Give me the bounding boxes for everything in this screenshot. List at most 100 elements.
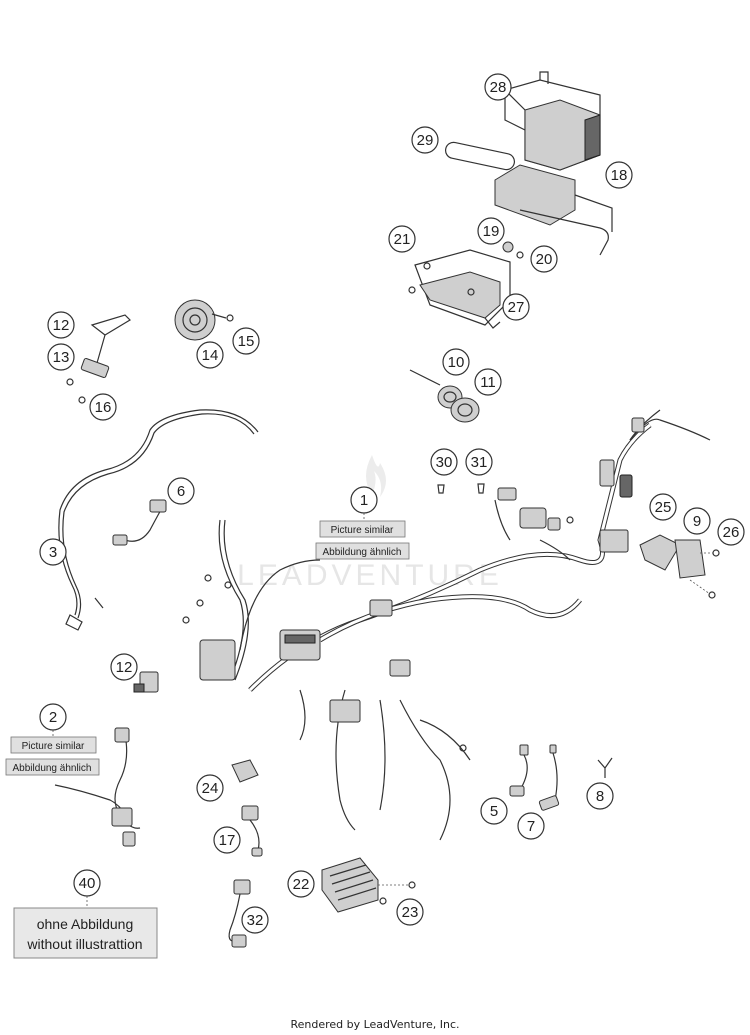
svg-text:3: 3 xyxy=(49,544,57,561)
callout-20: 20 xyxy=(530,245,558,273)
callout-22: 22 xyxy=(287,870,315,898)
note-ohne-abbildung-text: ohne Abbildung xyxy=(37,916,134,932)
svg-text:26: 26 xyxy=(723,524,740,541)
callout-8: 8 xyxy=(586,782,614,810)
callout-15: 15 xyxy=(232,327,260,355)
svg-text:22: 22 xyxy=(293,876,310,893)
ignition-lock-part xyxy=(409,369,480,423)
svg-text:12: 12 xyxy=(53,317,70,334)
callout-26: 26 xyxy=(717,518,745,546)
svg-text:11: 11 xyxy=(480,374,496,391)
part-8 xyxy=(597,757,613,778)
callout-21: 21 xyxy=(388,225,416,253)
callout-11: 11 xyxy=(474,368,502,396)
svg-text:7: 7 xyxy=(527,818,535,835)
callout-3: 3 xyxy=(39,538,67,566)
svg-text:1: 1 xyxy=(360,492,368,509)
svg-text:29: 29 xyxy=(417,132,434,149)
svg-text:14: 14 xyxy=(202,347,219,364)
svg-text:30: 30 xyxy=(436,454,453,471)
svg-text:Picture similar: Picture similar xyxy=(22,741,85,752)
svg-text:25: 25 xyxy=(655,499,672,516)
svg-text:18: 18 xyxy=(611,167,628,184)
fuse-box-part xyxy=(639,534,720,599)
callout-16: 16 xyxy=(89,393,117,421)
clip-parts xyxy=(437,483,485,494)
svg-text:20: 20 xyxy=(536,251,553,268)
svg-text:5: 5 xyxy=(490,803,498,820)
svg-text:24: 24 xyxy=(202,780,219,797)
svg-text:10: 10 xyxy=(448,354,465,371)
small-washer-part xyxy=(502,241,524,259)
svg-text:8: 8 xyxy=(596,788,604,805)
main-harness xyxy=(182,409,711,841)
note-picture-similar-1: Picture similar xyxy=(319,520,406,538)
watermark: LEADVENTURE xyxy=(237,455,503,592)
callout-28: 28 xyxy=(484,73,512,101)
sensor-7 xyxy=(538,744,560,811)
connector-17 xyxy=(241,805,263,857)
svg-text:19: 19 xyxy=(483,223,500,240)
watermark-text: LEADVENTURE xyxy=(237,559,503,592)
callout-12-top: 12 xyxy=(47,311,75,339)
harness-2 xyxy=(54,727,141,847)
callout-1: 1 xyxy=(350,486,378,514)
svg-text:6: 6 xyxy=(177,483,185,500)
callout-14: 14 xyxy=(196,341,224,369)
horn-part xyxy=(174,299,234,341)
callout-18: 18 xyxy=(605,161,633,189)
regulator-22 xyxy=(321,857,416,913)
footer-credit: Rendered by LeadVenture, Inc. xyxy=(290,1018,459,1031)
svg-text:21: 21 xyxy=(394,231,411,248)
callout-10: 10 xyxy=(442,348,470,376)
svg-text:12: 12 xyxy=(116,659,133,676)
callout-27: 27 xyxy=(502,293,530,321)
callout-40: 40 xyxy=(73,869,101,897)
relay-bracket-part xyxy=(66,314,131,404)
callout-7: 7 xyxy=(517,812,545,840)
note-picture-similar-2: Picture similar xyxy=(10,736,97,754)
callout-17: 17 xyxy=(213,826,241,854)
svg-text:2: 2 xyxy=(49,709,57,726)
svg-text:Abbildung ähnlich: Abbildung ähnlich xyxy=(13,763,92,774)
callout-25: 25 xyxy=(649,493,677,521)
svg-text:9: 9 xyxy=(693,513,701,530)
callout-31: 31 xyxy=(465,448,493,476)
svg-text:23: 23 xyxy=(402,904,419,921)
relay-24 xyxy=(231,759,259,783)
callout-5: 5 xyxy=(480,797,508,825)
sensor-5 xyxy=(509,744,529,797)
note-without-illustration-text: without illustrattion xyxy=(26,936,142,952)
bracket-part xyxy=(408,249,511,329)
svg-text:28: 28 xyxy=(490,79,507,96)
note-abbildung-aehnlich-1: Abbildung ähnlich xyxy=(315,542,410,560)
svg-text:Picture similar: Picture similar xyxy=(331,525,394,536)
relay-12-lower xyxy=(133,671,159,693)
note-abbildung-aehnlich-2: Abbildung ähnlich xyxy=(5,758,100,776)
callout-2: 2 xyxy=(39,703,67,731)
callout-6: 6 xyxy=(167,477,195,505)
callout-19: 19 xyxy=(477,217,505,245)
callout-29: 29 xyxy=(411,126,439,154)
svg-text:32: 32 xyxy=(247,912,264,929)
battery-part xyxy=(503,71,601,171)
svg-text:13: 13 xyxy=(53,349,70,366)
cable-32 xyxy=(228,879,251,948)
svg-text:16: 16 xyxy=(95,399,112,416)
svg-text:15: 15 xyxy=(238,333,255,350)
svg-text:40: 40 xyxy=(79,875,96,892)
callout-23: 23 xyxy=(396,898,424,926)
callout-12-lower: 12 xyxy=(110,653,138,681)
callout-13: 13 xyxy=(47,343,75,371)
svg-text:31: 31 xyxy=(471,454,488,471)
battery-holder-part xyxy=(444,141,613,256)
svg-text:27: 27 xyxy=(508,299,525,316)
callout-24: 24 xyxy=(196,774,224,802)
callout-32: 32 xyxy=(241,906,269,934)
cable-6 xyxy=(112,499,167,546)
note-without-illustration: ohne Abbildung without illustrattion xyxy=(13,907,158,959)
cable-3 xyxy=(58,409,259,631)
callout-9: 9 xyxy=(683,507,711,535)
svg-text:17: 17 xyxy=(219,832,236,849)
